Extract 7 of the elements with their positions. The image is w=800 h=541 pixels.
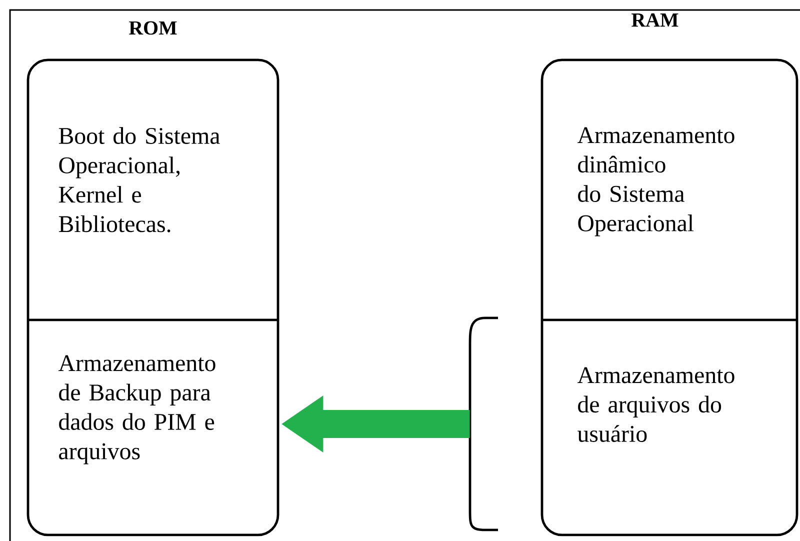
heading: RAM [632, 13, 678, 27]
bracket [468, 316, 498, 532]
section-text: Armazenamento de arquivos do usuário [577, 367, 734, 442]
section-text: Armazenamento de Backup para dados do PIM e arquivos [58, 355, 216, 464]
section-text: Boot do Sistema Operacional, Kernel e Bibliotecas. [58, 127, 220, 232]
section-text: Armazenamento dinâmico do Sistema Operacional [577, 127, 734, 236]
heading: ROM [129, 21, 177, 35]
